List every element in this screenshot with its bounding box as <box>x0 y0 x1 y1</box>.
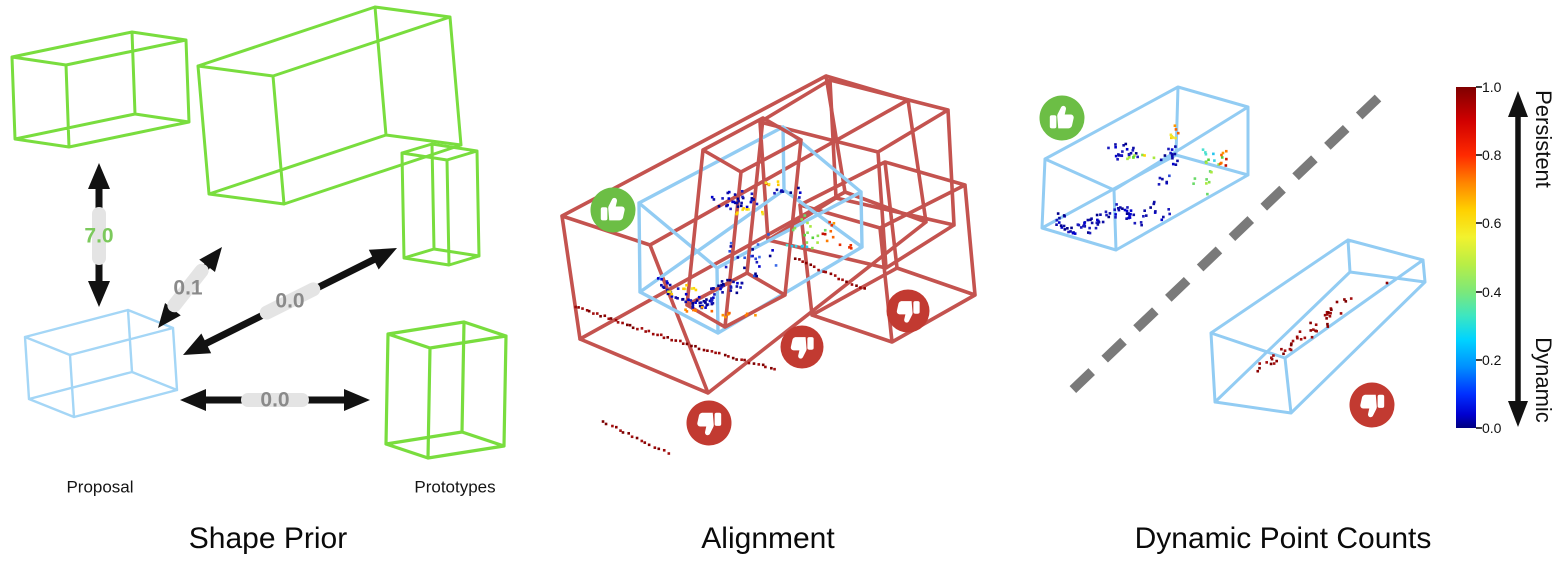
point-cluster <box>684 306 714 313</box>
dynamic-point-scatter <box>1256 281 1389 373</box>
colorbar-tick-5: 0.2 <box>1482 352 1502 368</box>
colorbar-arrow <box>1508 91 1528 427</box>
colorbar-tick-4: 0.4 <box>1482 284 1502 300</box>
trajectory-points <box>793 257 866 290</box>
point-cluster <box>724 233 778 278</box>
prototype-box-1 <box>10 30 191 149</box>
point-cluster <box>1192 156 1224 196</box>
colorbar-tick-6: 0.0 <box>1482 420 1502 436</box>
thumbs-down-icon <box>886 289 930 333</box>
prototype-box-3 <box>400 142 481 267</box>
point-cluster <box>1218 149 1228 166</box>
point-cluster <box>735 206 765 216</box>
prototypes-label: Prototypes <box>414 477 496 497</box>
distance-label-chip <box>259 282 321 320</box>
red-proposal-box-2 <box>758 78 956 270</box>
point-cluster <box>1157 174 1171 186</box>
thumbs-up-icon <box>590 187 636 233</box>
red-proposal-box-4 <box>685 116 803 329</box>
blue-gt-box-persistent <box>1040 85 1250 252</box>
red-proposal-box-1 <box>560 74 928 395</box>
point-cluster <box>1201 148 1216 162</box>
thumbs-down-icon <box>780 325 824 369</box>
thumbs-up-icon <box>1039 95 1085 141</box>
point-cluster <box>1159 145 1179 167</box>
trajectory-points <box>574 305 776 371</box>
distance-value-2: 0.1 <box>173 276 203 300</box>
panel-title-dynamic-point-counts: Dynamic Point Counts <box>1134 522 1432 555</box>
distance-value-3: 0.0 <box>275 289 305 313</box>
distance-value-4: 0.0 <box>260 388 290 412</box>
trajectory-points <box>601 420 671 455</box>
thumbs-down-icon <box>1349 382 1395 428</box>
colorbar-tick-2: 0.8 <box>1482 147 1502 163</box>
distance-label-chip <box>167 263 209 313</box>
colorbar-tick-1: 1.0 <box>1482 79 1502 95</box>
point-cluster <box>656 277 744 310</box>
persistent-axis-label: Persistent <box>1531 90 1556 188</box>
point-cluster <box>773 186 802 199</box>
point-cluster <box>764 180 780 187</box>
point-cluster <box>667 283 698 296</box>
point-cluster <box>1126 153 1156 161</box>
point-cluster <box>821 220 836 243</box>
colorbar <box>1456 86 1482 429</box>
colorbar-tick-3: 0.6 <box>1482 215 1502 231</box>
point-cluster <box>791 214 827 250</box>
proposal-label: Proposal <box>66 477 134 497</box>
point-cluster <box>1143 200 1171 222</box>
prototype-box-2 <box>196 5 463 206</box>
point-cluster <box>838 243 853 250</box>
point-cluster <box>1107 142 1139 161</box>
panel-title-alignment: Alignment <box>701 522 835 555</box>
proposal-box <box>23 308 179 419</box>
dynamic-axis-label: Dynamic <box>1531 337 1556 423</box>
point-cluster <box>1224 157 1228 167</box>
point-cluster <box>710 189 759 211</box>
separator-dashed-line <box>1060 94 1382 402</box>
point-cluster <box>785 243 809 249</box>
prototype-box-4 <box>384 320 508 460</box>
point-cluster <box>1055 203 1145 235</box>
distance-value-1: 7.0 <box>84 224 114 248</box>
thumbs-down-icon <box>686 400 732 446</box>
panel-title-shape-prior: Shape Prior <box>188 522 348 555</box>
point-cluster <box>721 311 757 319</box>
blue-gt-box-dynamic <box>1209 238 1427 415</box>
red-proposal-box-3 <box>798 160 977 344</box>
point-cluster <box>1169 124 1180 140</box>
blue-gt-box <box>637 125 864 335</box>
